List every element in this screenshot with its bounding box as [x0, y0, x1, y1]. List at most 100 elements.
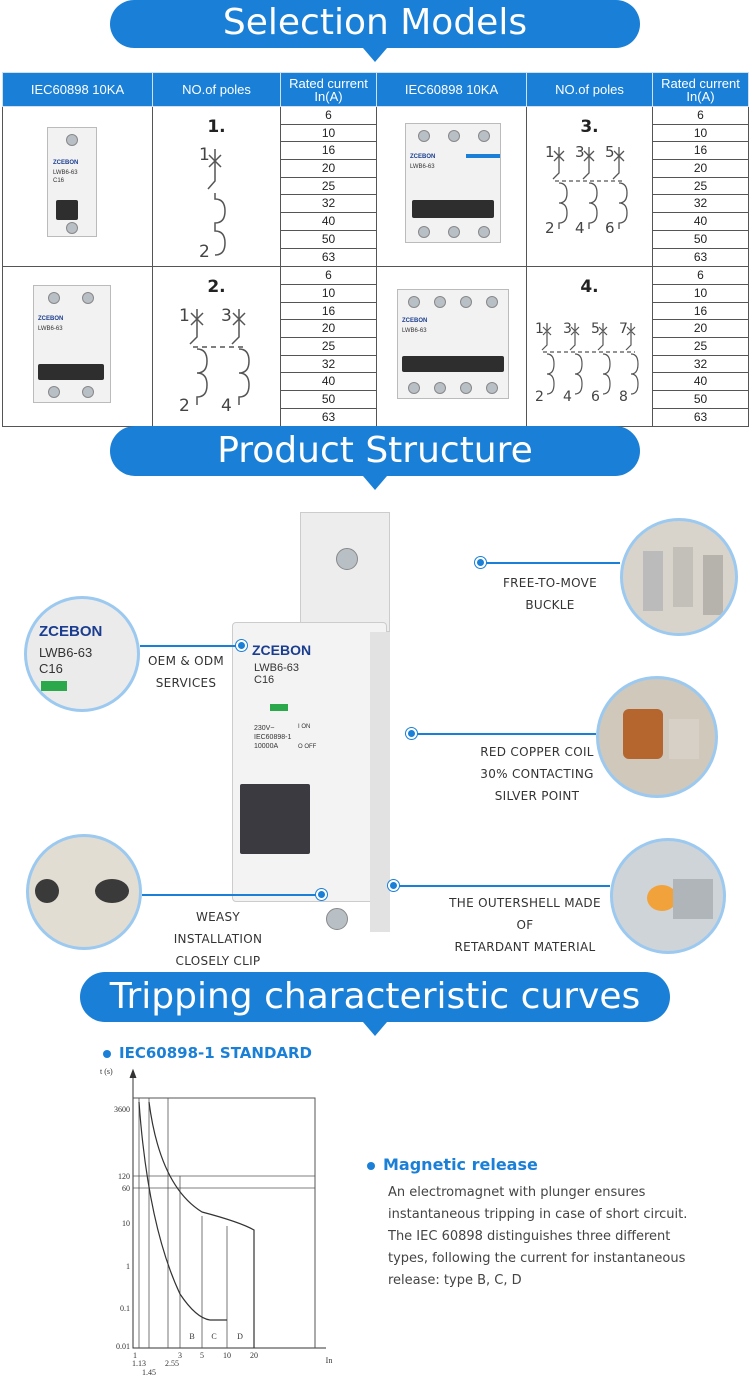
- banner-arrow: [363, 1022, 387, 1036]
- tripping-curve-chart: t (s) 3600 120 60 10 1 0.1 0.01 1 3 5 10…: [100, 1067, 333, 1377]
- magnetic-release-title: Magnetic release: [367, 1155, 538, 1174]
- status-window: [270, 704, 288, 711]
- y-tick-label: 10: [122, 1219, 130, 1228]
- tripping-curves-title: Tripping characteristic curves: [109, 976, 641, 1017]
- buckle-detail-image: [620, 518, 738, 636]
- y-tick-label: 120: [118, 1172, 130, 1181]
- svg-text:2: 2: [535, 389, 544, 405]
- product-image-1p: ZCEBON LWB6-63 C16: [3, 107, 152, 265]
- svg-text:6: 6: [591, 389, 600, 405]
- svg-text:3: 3: [221, 306, 232, 326]
- pole-diagram-1: 1. 1 2: [153, 107, 280, 265]
- y-tick-label: 3600: [114, 1105, 130, 1114]
- x-tick-label: 1: [133, 1351, 137, 1360]
- curve-upper: [148, 1101, 255, 1348]
- y-axis-label: t (s): [100, 1067, 113, 1076]
- x-tick-label: 10: [223, 1351, 231, 1360]
- x-tick-label: 1.45: [142, 1368, 156, 1377]
- breaker-handle: [240, 784, 310, 854]
- header-standard: IEC60898 10KA: [2, 72, 153, 107]
- svg-text:2: 2: [199, 242, 210, 262]
- svg-text:2: 2: [545, 219, 555, 237]
- x-tick-label: 5: [200, 1351, 204, 1360]
- selection-models-title: Selection Models: [222, 2, 528, 43]
- magnetic-release-description: An electromagnet with plunger ensures in…: [388, 1185, 688, 1288]
- brand-label: ZCEBON: [252, 642, 312, 658]
- y-tick-label: 1: [126, 1262, 130, 1271]
- installation-detail-image: [26, 834, 142, 950]
- pole-2-schematic: 1 3 2 4: [179, 306, 250, 416]
- product-image-3p: ZCEBON LWB6-63: [377, 107, 526, 265]
- x-tick-label: 1.13: [132, 1359, 146, 1368]
- rating-label: C16: [254, 674, 275, 686]
- x-axis-label: In: [326, 1356, 333, 1365]
- off-label: O OFF: [298, 744, 317, 750]
- model-label: LWB6-63: [254, 662, 300, 674]
- svg-text:4: 4: [221, 396, 232, 416]
- y-tick-label: 0.01: [116, 1342, 130, 1351]
- svg-text:7: 7: [619, 321, 628, 337]
- svg-text:3: 3: [575, 143, 585, 161]
- selection-models-banner: Selection Models: [110, 0, 640, 62]
- x-tick-label: 20: [250, 1351, 258, 1360]
- svg-text:3: 3: [563, 321, 572, 337]
- pole-4-schematic: 1 3 5 7 2 4 6 8: [535, 321, 639, 405]
- series-label-d: D: [237, 1332, 243, 1341]
- axes: [132, 1074, 326, 1349]
- svg-text:2: 2: [179, 396, 190, 416]
- series-label-c: C: [211, 1332, 216, 1341]
- svg-text:1: 1: [545, 143, 555, 161]
- svg-text:6: 6: [605, 219, 615, 237]
- svg-text:4: 4: [563, 389, 572, 405]
- header-standard: IEC60898 10KA: [376, 72, 527, 107]
- svg-text:1: 1: [179, 306, 190, 326]
- on-label: I ON: [298, 724, 311, 730]
- svg-text:1: 1: [199, 145, 210, 165]
- curve-lines: [138, 1101, 255, 1348]
- header-poles: NO.of poles: [526, 72, 653, 107]
- x-tick-label: 3: [178, 1351, 182, 1360]
- svg-text:4: 4: [575, 219, 585, 237]
- y-tick-label: 60: [122, 1184, 130, 1193]
- coil-detail-image: [596, 676, 718, 798]
- header-poles: NO.of poles: [152, 72, 281, 107]
- pole-1-schematic: 1 2: [199, 145, 226, 262]
- tripping-curves-banner: Tripping characteristic curves: [80, 972, 670, 1036]
- x-tick-label: 2.55: [165, 1359, 179, 1368]
- banner-arrow: [363, 48, 387, 62]
- banner-arrow: [363, 476, 387, 490]
- svg-text:5: 5: [591, 321, 600, 337]
- svg-text:1: 1: [535, 321, 544, 337]
- product-structure-banner: Product Structure: [110, 426, 640, 490]
- logo-detail-image: ZCEBON LWB6-63 C16: [24, 596, 140, 712]
- product-structure-title: Product Structure: [217, 430, 533, 471]
- svg-text:8: 8: [619, 389, 628, 405]
- y-tick-label: 0.1: [120, 1304, 130, 1313]
- product-image-4p: ZCEBON LWB6-63: [377, 267, 526, 425]
- standard-title: IEC60898-1 STANDARD: [103, 1044, 312, 1062]
- curve-lower: [138, 1101, 227, 1321]
- series-label-b: B: [189, 1332, 194, 1341]
